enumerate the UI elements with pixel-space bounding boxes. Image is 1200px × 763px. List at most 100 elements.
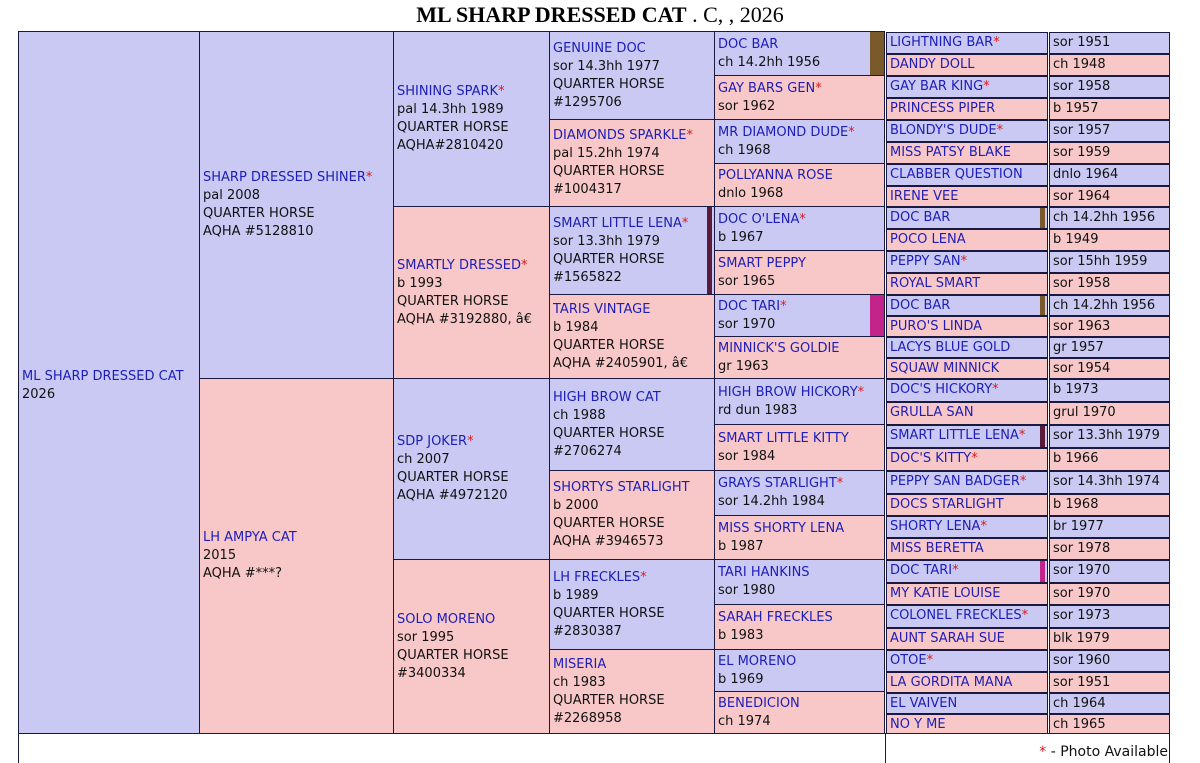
gen5-name[interactable]: POLLYANNA ROSE [718,168,833,183]
gen5-name[interactable]: MINNICK'S GOLDIE [718,340,840,356]
gen5-name[interactable]: MR DIAMOND DUDE [718,124,849,140]
gen6-name[interactable]: GAY BAR KING [890,79,984,94]
gen6-name[interactable]: DOC'S HICKORY [890,382,993,397]
gen6-name[interactable]: BLONDY'S DUDE [890,123,997,138]
sire-name[interactable]: SHARP DRESSED SHINER [203,170,366,185]
gen6-info-cell: ch 14.2hh 1956 [1049,207,1170,229]
gen6-name[interactable]: SMART LITTLE LENA [890,428,1019,443]
gen5-name[interactable]: MISS SHORTY LENA [718,520,845,536]
gen6-name[interactable]: AUNT SARAH SUE [890,631,1005,646]
gen6-name[interactable]: ROYAL SMART [890,276,981,291]
gen6-name[interactable]: DOC BAR [890,298,951,313]
gen5-name[interactable]: SMART LITTLE KITTY [718,430,849,446]
gen6-name[interactable]: SQUAW MINNICK [890,361,1000,376]
gen6-name[interactable]: GRULLA SAN [890,405,974,420]
gen5-name[interactable]: SARAH FRECKLES [718,610,833,625]
photo-color-marker [1040,561,1045,582]
gen5-cell: MINNICK'S GOLDIE gr 1963 [714,336,885,379]
gen4-name[interactable]: SHORTYS STARLIGHT [553,480,690,495]
gen6-name[interactable]: DOC TARI [890,563,953,578]
gen5-cell: POLLYANNA ROSE dnlo 1968 [714,163,885,207]
gen6-info-cell: sor 1959 [1049,142,1170,164]
gen6-info-cell: ch 1964 [1049,693,1170,714]
gen6-name[interactable]: PURO'S LINDA [890,319,983,334]
gen6-name[interactable]: LACYS BLUE GOLD [890,340,1011,355]
photo-star-icon: * [815,80,822,96]
gen4-name[interactable]: TARIS VINTAGE [553,301,651,317]
gen6-name[interactable]: DOC'S KITTY [890,451,972,466]
gen5-name[interactable]: DOC TARI [718,298,781,314]
gen5-color-year: sor 1970 [718,316,776,332]
gen6-name-cell: ROYAL SMART [886,273,1048,295]
gen5-name[interactable]: DOC BAR [718,36,779,52]
gen5-name[interactable]: GAY BARS GEN [718,80,816,96]
gen5-name[interactable]: HIGH BROW HICKORY [718,384,858,400]
gen4-registration: #2830387 [553,623,622,639]
gen6-name[interactable]: DOC BAR [890,210,951,225]
gen6-info: sor 1978 [1053,541,1111,556]
gen5-name[interactable]: DOC O'LENA [718,211,800,227]
gen6-info: sor 1957 [1053,123,1111,138]
gen6-name-cell: OTOE* [886,650,1048,672]
gen6-info: br 1977 [1053,519,1104,534]
gen4-breed: QUARTER HORSE [553,251,665,267]
subject-horse-name[interactable]: ML SHARP DRESSED CAT [22,369,184,384]
gen4-name[interactable]: DIAMONDS SPARKLE [553,128,687,143]
gen3-color-year: sor 1995 [397,629,455,645]
gen6-info-cell: gr 1957 [1049,337,1170,358]
gen4-name[interactable]: LH FRECKLES [553,569,641,585]
gen6-name[interactable]: DOCS STARLIGHT [890,497,1004,512]
gen4-name[interactable]: SMART LITTLE LENA [553,215,682,231]
photo-star-icon: * [799,211,806,227]
gen4-breed: QUARTER HORSE [553,76,665,92]
gen3-name[interactable]: SOLO MORENO [397,611,496,627]
gen4-cell: HIGH BROW CAT ch 1988 QUARTER HORSE #270… [549,378,715,471]
gen4-color-year: ch 1988 [553,407,606,423]
gen3-name[interactable]: SHINING SPARK [397,84,499,99]
gen6-name[interactable]: NO Y ME [890,717,946,732]
gen6-name[interactable]: PEPPY SAN BADGER [890,474,1020,489]
gen6-name[interactable]: CLABBER QUESTION [890,167,1023,182]
gen6-info: ch 1964 [1053,696,1106,711]
gen4-breed: QUARTER HORSE [553,516,665,531]
pedigree-title: ML SHARP DRESSED CAT . C, , 2026 [0,1,1200,29]
gen6-name[interactable]: PEPPY SAN [890,254,961,269]
gen6-info: sor 1964 [1053,189,1111,204]
gen4-name[interactable]: MISERIA [553,656,607,672]
gen3-name[interactable]: SDP JOKER [397,434,468,449]
gen5-name[interactable]: EL MORENO [718,653,797,669]
gen6-name[interactable]: SHORTY LENA [890,519,981,534]
gen6-name[interactable]: MY KATIE LOUISE [890,586,1001,601]
gen6-name[interactable]: OTOE [890,653,927,668]
gen6-name[interactable]: LIGHTNING BAR [890,35,994,50]
gen6-name[interactable]: MISS PATSY BLAKE [890,145,1011,160]
dam-name[interactable]: LH AMPYA CAT [203,530,297,545]
gen5-name[interactable]: SMART PEPPY [718,255,806,271]
gen3-name[interactable]: SMARTLY DRESSED [397,257,521,273]
gen6-name[interactable]: IRENE VEE [890,189,959,204]
photo-star-icon: * [780,298,787,314]
gen6-name[interactable]: MISS BERETTA [890,541,984,556]
gen6-name[interactable]: POCO LENA [890,232,966,247]
gen6-name[interactable]: COLONEL FRECKLES [890,608,1022,623]
gen4-name[interactable]: HIGH BROW CAT [553,389,661,405]
gen6-name[interactable]: PRINCESS PIPER [890,101,996,116]
gen6-info: sor 1970 [1053,586,1111,601]
gen6-name[interactable]: LA GORDITA MANA [890,675,1013,690]
gen6-name[interactable]: DANDY DOLL [890,57,975,72]
gen6-name-cell: SMART LITTLE LENA* [886,425,1048,448]
photo-color-marker [1040,208,1045,228]
gen6-name-cell: BLONDY'S DUDE* [886,120,1048,142]
gen6-name[interactable]: EL VAIVEN [890,696,958,711]
gen5-name[interactable]: GRAYS STARLIGHT [718,476,837,491]
gen5-cell: SMART PEPPY sor 1965 [714,250,885,295]
gen6-info-cell: b 1957 [1049,98,1170,120]
gen5-cell: GAY BARS GEN* sor 1962 [714,75,885,120]
gen6-name-cell: MISS PATSY BLAKE [886,142,1048,164]
gen5-name[interactable]: BENEDICION [718,695,800,711]
gen5-name[interactable]: TARI HANKINS [718,565,810,580]
photo-legend: * - Photo Available [888,744,1168,760]
gen6-info: sor 1954 [1053,361,1111,376]
gen4-name[interactable]: GENUINE DOC [553,40,646,56]
gen4-color-year: sor 13.3hh 1979 [553,233,660,249]
